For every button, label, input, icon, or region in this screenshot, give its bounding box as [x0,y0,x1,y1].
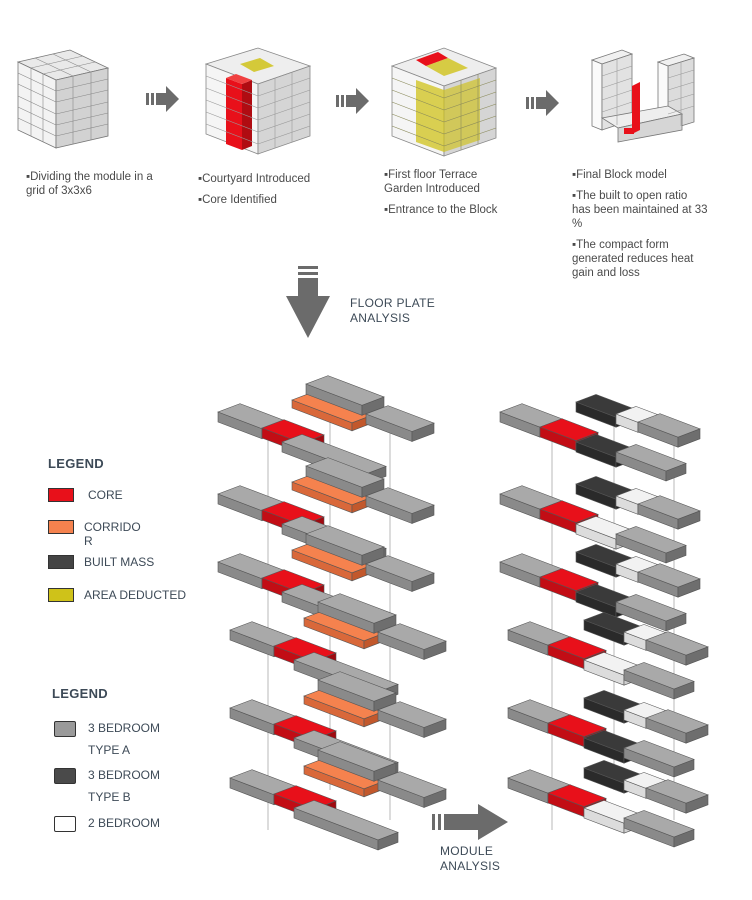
step-4-line: ▪Final Block model [572,169,667,181]
module-label-line: ANALYSIS [440,859,501,873]
core-block [547,784,607,808]
module-analysis-label: MODULE ANALYSIS [440,844,500,874]
slab-block [305,525,385,556]
area-deducted-swatch [48,588,74,602]
cube-grid-3x3x6 [16,49,110,149]
step-2-caption: ▪Courtyard Introduced ▪Core Identified [198,172,338,214]
step-arrow-icon [526,90,559,116]
legend-label: AREA DEDUCTED [84,588,187,602]
slab-block [317,593,397,624]
core-block [539,500,599,524]
built-mass-swatch [48,555,74,569]
legend-label: 3 BEDROOM [88,721,161,735]
floor-plate-line: ANALYSIS [350,311,411,325]
slab-block [377,701,447,728]
legend-2-title: LEGEND [52,686,108,701]
core-block [539,418,599,442]
step-3-line: ▪First floor Terrace Garden Introduced [384,169,480,195]
module-arrow-icon [432,804,508,840]
legend-1-item-built-mass: BUILT MASS [48,555,154,569]
unit-3bed-a [623,662,695,690]
core-block [547,636,607,660]
floor-plate-line: FLOOR PLATE [350,296,436,310]
unit-3bed-a [615,526,687,554]
legend-sublabel: TYPE A [88,743,131,757]
unit-3bed-a [637,413,701,438]
legend-label: 2 BEDROOM [88,816,161,830]
floor-plate-stack [217,375,447,851]
cube-courtyard-core [204,47,312,155]
legend-label: BUILT MASS [84,555,155,569]
floor-plate-label: FLOOR PLATE ANALYSIS [350,296,435,326]
legend-1-title: LEGEND [48,456,104,471]
step-4-line: ▪The compact form generated reduces heat… [572,239,694,279]
core-block [539,568,599,592]
legend-label: CORRIDO R [84,520,141,548]
3bed-b-swatch [54,767,76,784]
unit-3bed-a [623,810,695,838]
unit-3bed-a [645,631,709,656]
slab-block [305,457,385,488]
2bed-swatch [54,815,76,832]
slab-block [317,741,397,772]
slab-block [377,771,447,798]
unit-3bed-a [623,740,695,768]
step-1-line: ▪Dividing the module in a grid of 3x3x6 [26,171,153,197]
step-1-caption: ▪Dividing the module in a grid of 3x3x6 [26,170,156,205]
legend-1-item-area-deducted: AREA DEDUCTED [48,588,186,602]
unit-3bed-a [645,779,709,804]
step-3-line: ▪Entrance to the Block [384,204,498,216]
legend-sublabel: TYPE B [88,790,131,804]
slab-block [365,487,435,514]
unit-3bed-a [615,594,687,622]
step-3-caption: ▪First floor Terrace Garden Introduced ▪… [384,168,502,224]
unit-3bed-a [615,444,687,472]
slab-block [365,405,435,432]
legend-1-item-core: CORE [48,488,123,502]
core-block [547,714,607,738]
3bed-a-swatch [54,720,76,737]
step-2-line: ▪Courtyard Introduced [198,173,311,185]
legend-2-item-3bed-a: 3 BEDROOM TYPE A [54,717,160,761]
legend-2-item-3bed-b: 3 BEDROOM TYPE B [54,764,160,808]
cube-terrace-garden [390,47,498,157]
unit-3bed-a [645,709,709,734]
module-analysis-stack [499,394,709,848]
module-label-line: MODULE [440,844,494,858]
legend-label: 3 BEDROOM [88,768,161,782]
final-block-model [590,49,696,143]
slab-block [377,623,447,650]
core-swatch [48,488,74,502]
unit-3bed-a [637,563,701,588]
legend-label: CORE [88,488,123,502]
unit-3bed-a [637,495,701,520]
slab-block [317,671,397,702]
step-4-caption: ▪Final Block model ▪The built to open ra… [572,168,708,287]
slab-block [305,375,385,406]
legend-1-item-corridor: CORRIDO R [48,520,141,548]
step-arrow-icon [146,86,179,112]
down-arrow-icon [286,266,330,338]
slab-block [365,555,435,582]
step-2-line: ▪Core Identified [198,194,277,206]
step-arrow-icon [336,88,369,114]
step-4-line: ▪The built to open ratio has been mainta… [572,190,708,230]
corridor-swatch [48,520,74,534]
slab-block [293,800,399,841]
legend-2-item-2bed: 2 BEDROOM [54,812,160,834]
